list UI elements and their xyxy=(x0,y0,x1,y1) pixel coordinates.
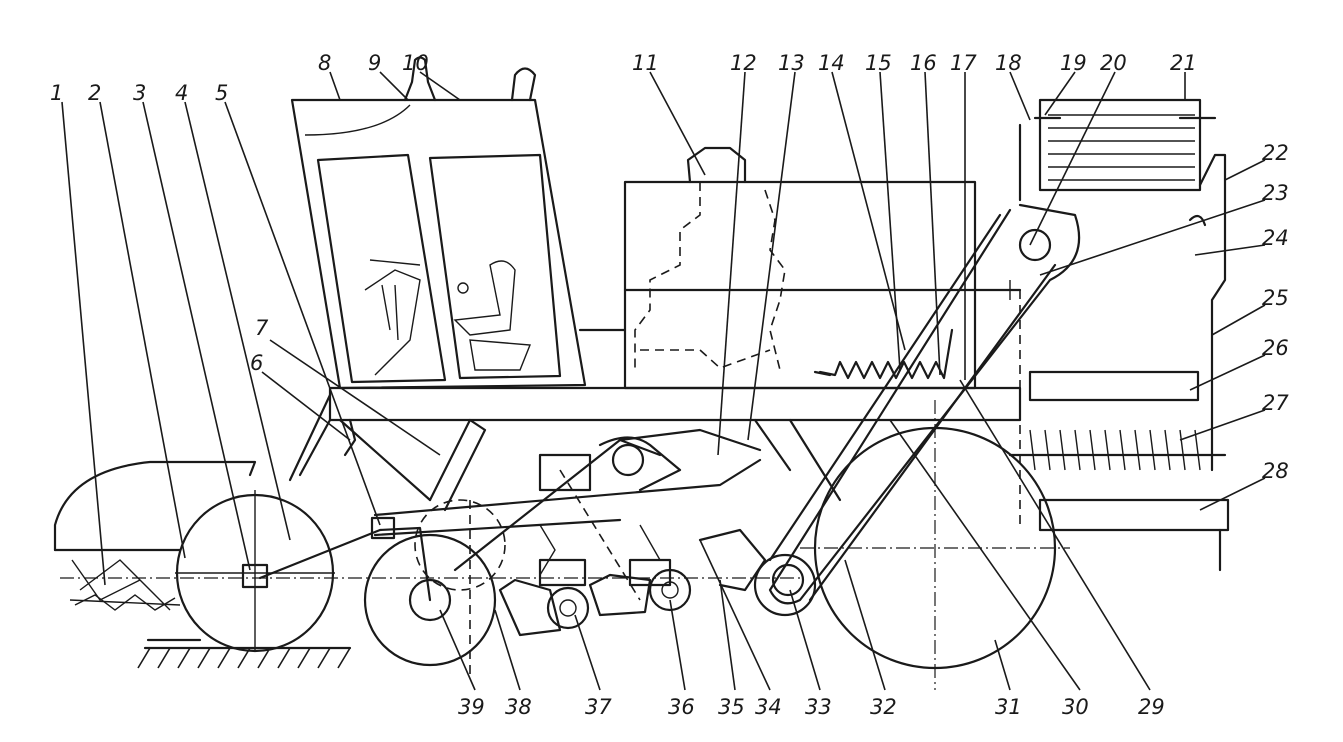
callout-2: 2 xyxy=(88,81,101,105)
callout-20: 20 xyxy=(1100,51,1127,75)
callout-34: 34 xyxy=(755,695,782,719)
cab xyxy=(290,56,627,390)
callout-13: 13 xyxy=(778,51,805,75)
callout-12: 12 xyxy=(730,51,757,75)
callout-36: 36 xyxy=(668,695,695,719)
callout-24: 24 xyxy=(1262,226,1289,250)
callout-4: 4 xyxy=(175,81,188,105)
callout-32: 32 xyxy=(870,695,897,719)
front-header xyxy=(53,460,257,642)
callout-7: 7 xyxy=(255,316,269,340)
callout-39: 39 xyxy=(458,695,485,719)
elevator-conveyor xyxy=(768,203,1081,605)
callout-6: 6 xyxy=(250,351,263,375)
callout-26: 26 xyxy=(1262,336,1289,360)
callout-1: 1 xyxy=(50,81,63,105)
callout-31: 31 xyxy=(995,695,1022,719)
callout-8: 8 xyxy=(318,51,331,75)
callout-30: 30 xyxy=(1062,695,1089,719)
callout-38: 38 xyxy=(505,695,532,719)
tension-spring xyxy=(813,328,954,380)
callout-19: 19 xyxy=(1060,51,1087,75)
callout-33: 33 xyxy=(805,695,832,719)
callout-9: 9 xyxy=(368,51,381,75)
callout-10: 10 xyxy=(402,51,429,75)
callout-15: 15 xyxy=(865,51,892,75)
callout-37: 37 xyxy=(585,695,612,719)
callout-22: 22 xyxy=(1262,141,1289,165)
callout-16: 16 xyxy=(910,51,937,75)
callout-29: 29 xyxy=(1138,695,1165,719)
rear-unit xyxy=(1008,98,1230,572)
callout-3: 3 xyxy=(133,81,146,105)
digging-section xyxy=(258,418,817,680)
callout-21: 21 xyxy=(1170,51,1197,75)
callout-17: 17 xyxy=(950,51,977,75)
callout-25: 25 xyxy=(1262,286,1289,310)
callout-11: 11 xyxy=(632,51,659,75)
ground xyxy=(60,577,800,669)
callout-23: 23 xyxy=(1262,181,1289,205)
callout-14: 14 xyxy=(818,51,845,75)
leader-lines xyxy=(61,71,1266,691)
callout-27: 27 xyxy=(1262,391,1289,415)
engine-compartment xyxy=(623,146,1022,390)
callout-28: 28 xyxy=(1262,459,1289,483)
callout-18: 18 xyxy=(995,51,1022,75)
front-wheel xyxy=(175,490,335,653)
rear-wheel xyxy=(800,400,1070,690)
callout-labels: 1 2 3 4 5 6 7 8 9 10 11 12 13 14 15 16 1… xyxy=(50,51,1289,719)
callout-5: 5 xyxy=(215,81,228,105)
callout-35: 35 xyxy=(718,695,745,719)
